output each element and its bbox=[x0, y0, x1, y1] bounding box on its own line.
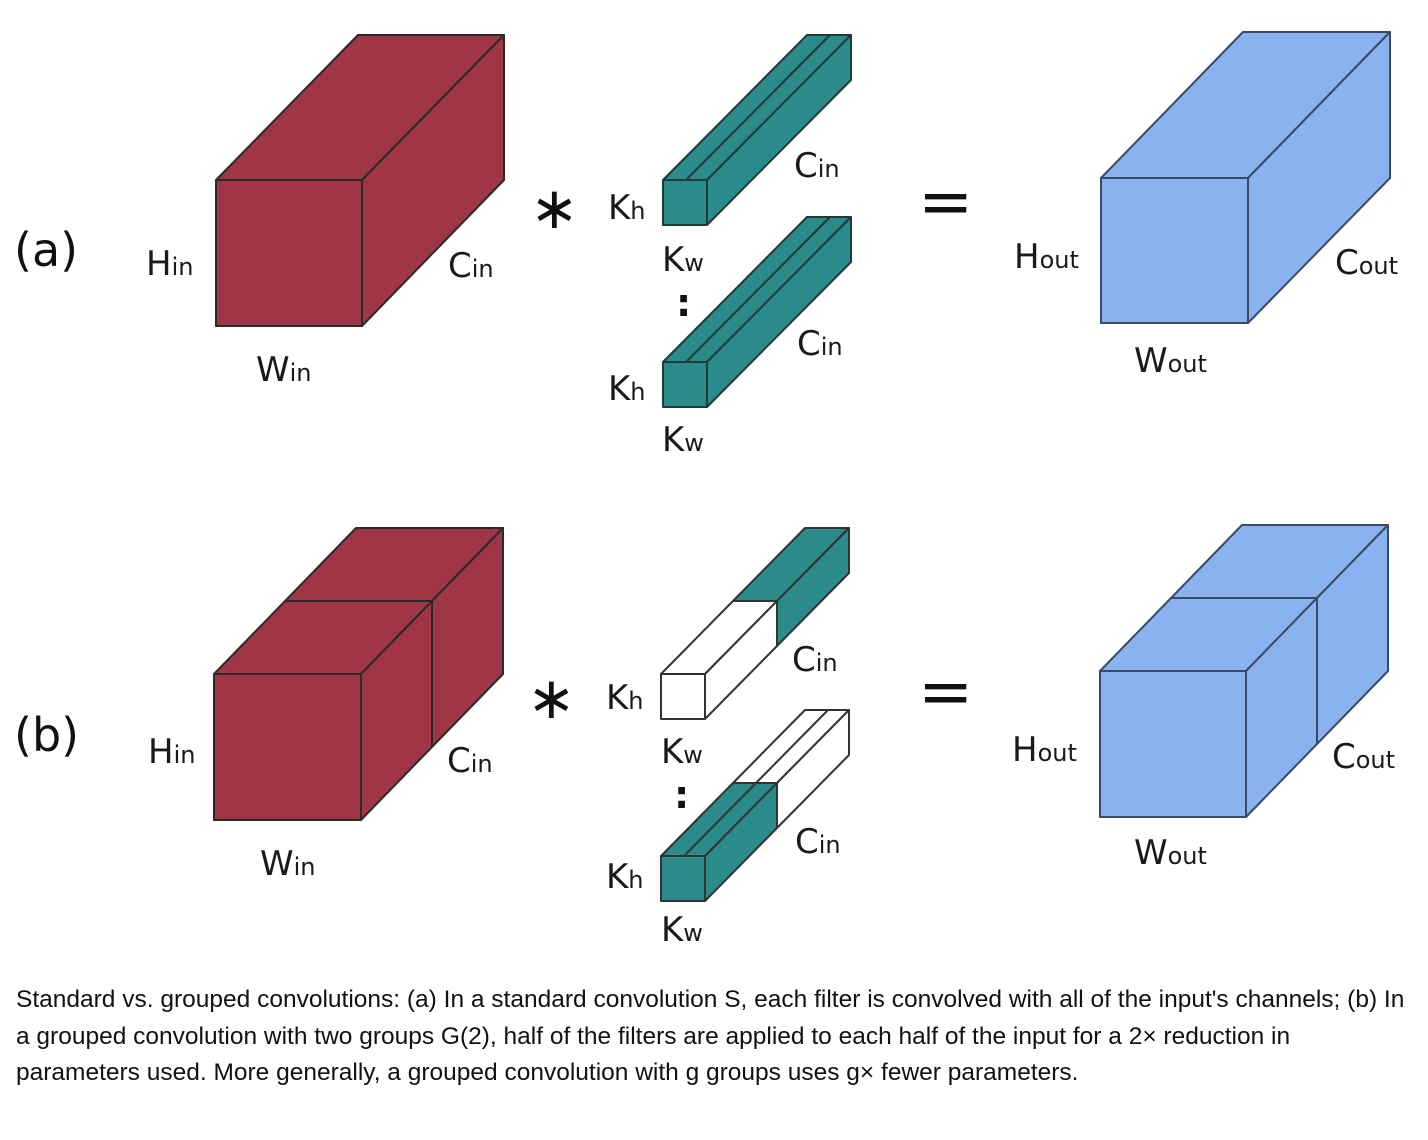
input-width-label: Win bbox=[256, 350, 312, 390]
filter-2-kh-label: Kh bbox=[608, 369, 646, 409]
output-height-label: Hout bbox=[1014, 237, 1079, 277]
filter-1-kh-label: Kh bbox=[606, 678, 644, 718]
filter-2-channels-label: Cin bbox=[797, 324, 843, 364]
panel-a: (a) Hin Win Cin ∗ Kh Kw Cin : Kh bbox=[14, 31, 1398, 460]
output-tensor-b bbox=[1099, 524, 1389, 818]
input-width-label: Win bbox=[260, 844, 316, 884]
output-width-label: Wout bbox=[1134, 833, 1207, 873]
filter-1-channels-label: Cin bbox=[794, 146, 840, 186]
ellipsis: : bbox=[674, 773, 689, 817]
filter-1-b bbox=[660, 527, 850, 720]
figure-caption: Standard vs. grouped convolutions: (a) I… bbox=[16, 986, 1405, 1086]
filter-1-a bbox=[662, 34, 852, 226]
filter-2-kw-label: Kw bbox=[661, 910, 703, 950]
panel-a-tag: (a) bbox=[14, 223, 78, 277]
input-tensor-a bbox=[215, 34, 505, 327]
filter-1-kh-label: Kh bbox=[608, 188, 646, 228]
output-tensor-a bbox=[1100, 31, 1391, 324]
input-height-label: Hin bbox=[146, 244, 193, 284]
filter-1-channels-label: Cin bbox=[792, 640, 838, 680]
filter-2-kw-label: Kw bbox=[662, 420, 704, 460]
input-tensor-b bbox=[213, 527, 504, 821]
input-height-label: Hin bbox=[148, 732, 195, 772]
filter-2-kh-label: Kh bbox=[606, 857, 644, 897]
equals-sign: = bbox=[918, 653, 973, 730]
equals-sign: = bbox=[918, 163, 973, 240]
panel-b: (b) Hin Win Cin ∗ Kh Kw Cin : bbox=[14, 524, 1395, 950]
ellipsis: : bbox=[676, 281, 691, 325]
convolution-diagram: (a) Hin Win Cin ∗ Kh Kw Cin : Kh bbox=[14, 31, 1398, 950]
output-width-label: Wout bbox=[1134, 341, 1207, 381]
output-height-label: Hout bbox=[1012, 730, 1077, 770]
filter-1-kw-label: Kw bbox=[662, 240, 704, 280]
output-channels-label: Cout bbox=[1335, 243, 1398, 283]
input-channels-label: Cin bbox=[447, 741, 493, 781]
output-channels-label: Cout bbox=[1332, 737, 1395, 777]
input-channels-label: Cin bbox=[448, 246, 494, 286]
panel-b-tag: (b) bbox=[14, 708, 79, 762]
convolution-operator: ∗ bbox=[527, 664, 576, 732]
filter-2-a bbox=[662, 216, 852, 408]
filter-2-b bbox=[660, 709, 850, 902]
filter-2-channels-label: Cin bbox=[795, 822, 841, 862]
filter-1-kw-label: Kw bbox=[661, 732, 703, 772]
convolution-operator: ∗ bbox=[530, 174, 579, 242]
